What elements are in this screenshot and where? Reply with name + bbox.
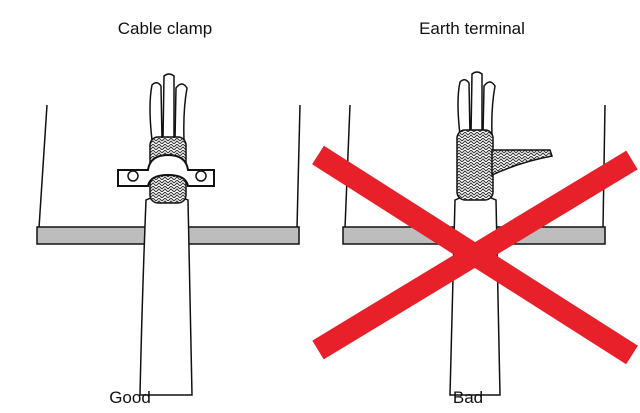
cross-mark-icon (312, 145, 638, 365)
cable-clamp (117, 153, 215, 187)
clamp-screw-icon (127, 170, 139, 182)
cable-shield-braid (456, 129, 494, 201)
enclosure-wall-right (296, 104, 301, 229)
cable-jacket (139, 194, 193, 396)
cable-wires (457, 71, 496, 136)
enclosure-wall-left (38, 104, 48, 229)
left-panel-verdict: Good (109, 388, 151, 407)
clamp-screw-icon (195, 170, 207, 182)
cable-jacket (449, 194, 501, 396)
left-panel-title: Cable clamp (117, 19, 213, 38)
shield-pigtail (491, 149, 553, 177)
right-panel-verdict: Bad (452, 388, 484, 407)
cable-wires (149, 73, 188, 141)
right-panel-title: Earth terminal (419, 19, 525, 38)
good-example-cable-clamp (36, 73, 301, 396)
bad-example-earth-terminal (312, 71, 638, 396)
